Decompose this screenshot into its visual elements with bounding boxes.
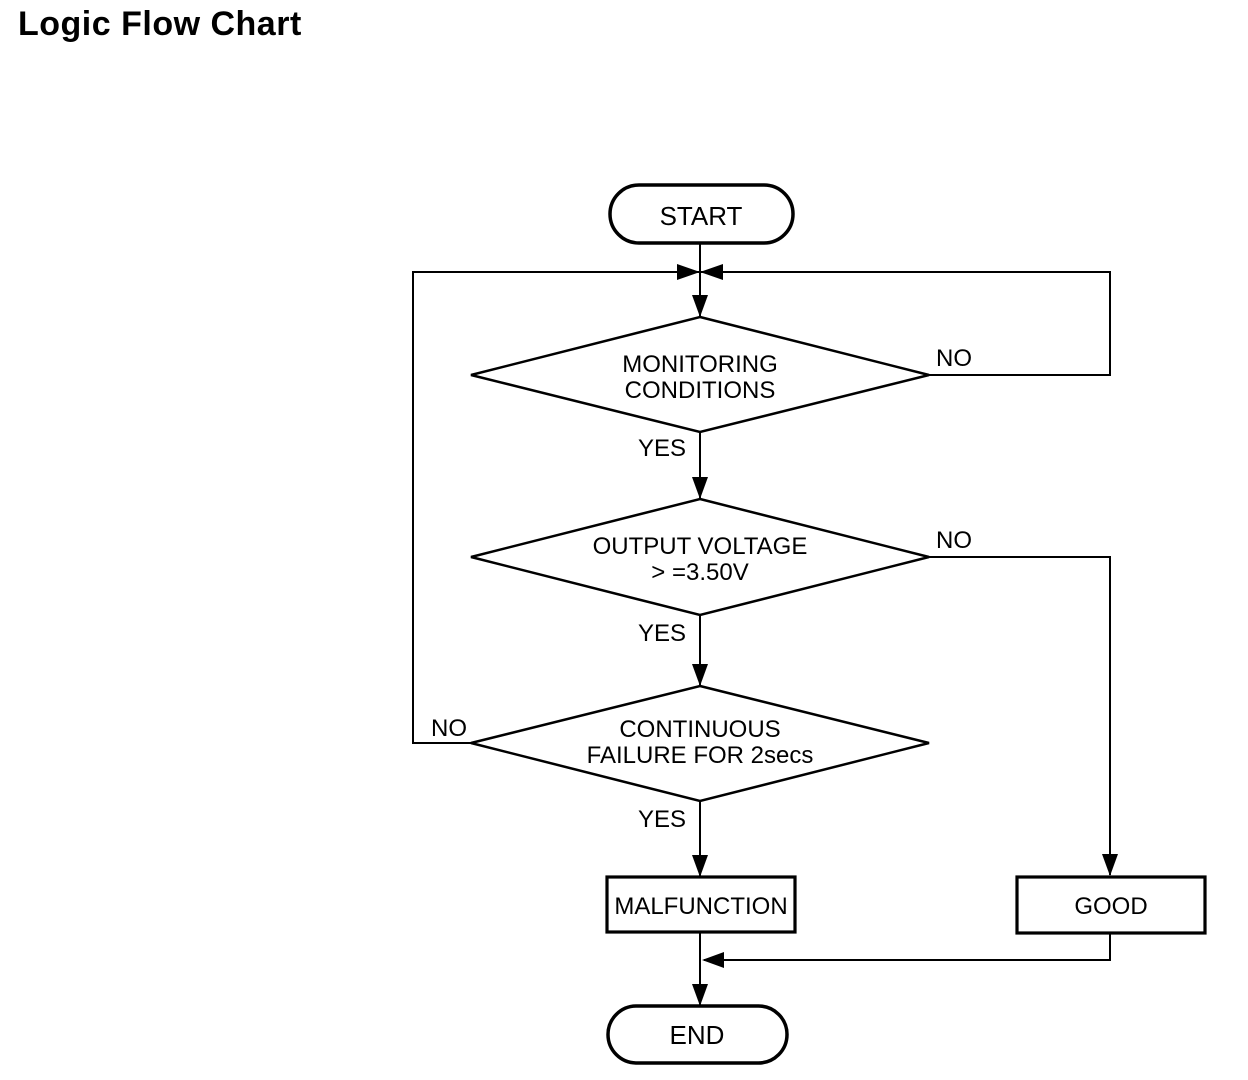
arrowhead-top-junction-right-icon [700,264,723,280]
voltage-label-line2: > =3.50V [651,559,748,586]
page-title: Logic Flow Chart [18,5,302,43]
edge-failure-no-feedback-loop [412,271,700,744]
edge-good-to-end-junction [704,933,1111,961]
decision-monitoring-conditions [470,315,930,434]
monitoring-label-line1: MONITORING [622,351,778,378]
end-label: END [670,1020,725,1050]
monitoring-yes-label: YES [638,435,686,462]
malfunction-node [605,875,797,934]
arrowhead-top-junction-left-icon [677,264,700,280]
voltage-no-label: NO [936,527,972,554]
voltage-yes-label: YES [638,620,686,647]
malfunction-label: MALFUNCTION [614,893,787,920]
failure-yes-label: YES [638,806,686,833]
monitoring-no-label: NO [936,345,972,372]
good-node [1015,875,1207,935]
monitoring-label-line2: CONDITIONS [625,377,776,404]
arrowhead-into-end-icon [692,984,708,1006]
failure-label-line2: FAILURE FOR 2secs [587,742,814,769]
arrowhead-into-failure-icon [692,664,708,686]
failure-label-line1: CONTINUOUS [619,716,780,743]
edge-monitoring-no-feedback-loop [700,271,1111,376]
decision-continuous-failure [470,684,930,803]
arrowhead-into-voltage-icon [692,477,708,499]
start-label: START [660,201,743,231]
arrowhead-into-good-icon [1102,854,1118,876]
start-node [608,183,795,245]
end-node [606,1004,789,1065]
arrowhead-into-monitoring-icon [692,295,708,317]
decision-output-voltage [470,497,930,617]
good-label: GOOD [1074,893,1147,920]
voltage-label-line1: OUTPUT VOLTAGE [593,533,808,560]
arrowhead-bottom-junction-icon [702,952,724,968]
arrowhead-into-malfunction-icon [692,855,708,877]
failure-no-label: NO [431,715,467,742]
edge-voltage-no-to-good [929,556,1111,875]
